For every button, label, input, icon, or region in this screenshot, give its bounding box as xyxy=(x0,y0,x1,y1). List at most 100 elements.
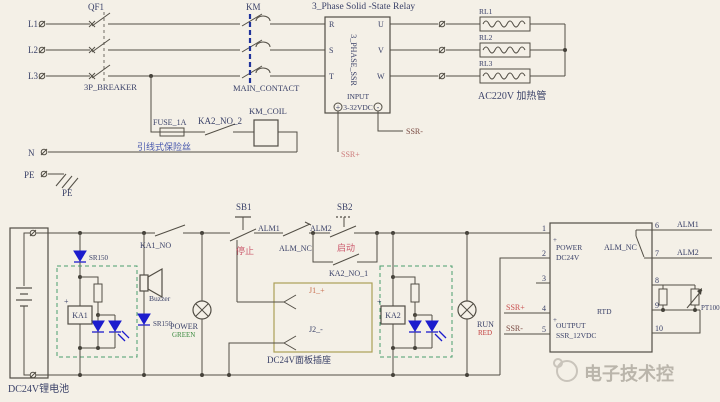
watermark-text: 电子技术控 xyxy=(584,363,674,384)
ssr-body-text: 3_PHASE_SSR xyxy=(349,34,358,86)
stop-button-caption: 停止 xyxy=(236,245,254,256)
alm2-net-label: ALM2 xyxy=(310,224,332,233)
ssr-title: 3_Phase Solid -State Relay xyxy=(312,2,415,12)
ssr-plus-net-label: SSR+ xyxy=(341,150,360,159)
run-lamp-color: RED xyxy=(478,329,492,337)
pin-4: 4 xyxy=(542,304,546,313)
pin-7: 7 xyxy=(655,249,659,258)
ka2-no2-label: KA2_NO_2 xyxy=(198,116,242,126)
battery xyxy=(9,227,49,379)
controller-output-label: OUTPUT xyxy=(556,321,586,330)
contact-ka1-no xyxy=(154,224,186,237)
controller-plus4: + xyxy=(553,316,557,324)
power-lamp-label: POWER xyxy=(170,322,199,331)
socket-j2-label: J2_- xyxy=(309,325,323,334)
pin-3: 3 xyxy=(542,274,546,283)
pin-5: 5 xyxy=(542,325,546,334)
fuse-label: FUSE_1A xyxy=(153,118,187,127)
phase-terminals xyxy=(38,20,446,80)
temperature-controller xyxy=(499,222,712,375)
heater-resistors xyxy=(479,16,567,84)
ssr-block xyxy=(324,16,403,152)
relay-ka2-group xyxy=(379,231,453,377)
ssr-pin-r: R xyxy=(329,20,335,29)
contactor-km-label: KM xyxy=(246,2,261,12)
battery-caption: DC24V锂电池 xyxy=(8,382,69,395)
buzzer-branch xyxy=(137,231,163,377)
pe-label: PE xyxy=(24,170,35,180)
watermark: 电子技术控 xyxy=(553,358,674,384)
pin-10: 10 xyxy=(655,324,663,333)
controller-ssr-minus-net: SSR- xyxy=(506,324,523,333)
power-lamp-color: GREEN xyxy=(172,331,195,339)
controller-alm-nc-label: ALM_NC xyxy=(604,243,637,252)
controller-rtd-label: RTD xyxy=(597,307,612,316)
start-button-caption: 启动 xyxy=(337,242,355,253)
controller-plus1: + xyxy=(553,236,557,244)
fuse-caption: 引线式保险丝 xyxy=(137,141,191,152)
ssr-pin-w: W xyxy=(377,72,385,81)
pin-6: 6 xyxy=(655,221,659,230)
heater-caption: AC220V 加热管 xyxy=(478,89,546,102)
relay-ka1-label: KA1 xyxy=(72,311,88,320)
phase-l3-label: L3 xyxy=(28,71,38,81)
ssr-pin-t: T xyxy=(329,72,334,81)
stop-button-sb1 xyxy=(229,216,257,302)
breaker-qf1-symbol xyxy=(88,12,111,82)
ssr-plus-terminal: + xyxy=(336,103,341,112)
controller-ssr-plus-net: SSR+ xyxy=(506,303,525,312)
controller-alm1-net: ALM1 xyxy=(677,220,699,229)
start-button-sb2 xyxy=(311,216,379,266)
diode-sr150-2-label: SR150 xyxy=(153,320,173,328)
pin-2: 2 xyxy=(542,249,546,258)
contactor-caption: MAIN_CONTACT xyxy=(233,83,300,93)
heater-rl3-label: RL3 xyxy=(479,59,493,68)
controller-output-voltage: SSR_12VDC xyxy=(556,331,596,340)
contactor-km-symbol xyxy=(241,13,271,84)
km-coil-label: KM_COIL xyxy=(249,106,287,116)
ssr-pin-s: S xyxy=(329,46,333,55)
alm-nc-label: ALM_NC xyxy=(279,244,312,253)
ssr-pin-u: U xyxy=(378,20,384,29)
socket-j1-label: J1_+ xyxy=(309,286,325,295)
buzzer-label: Buzzer xyxy=(149,294,171,303)
neutral-label: N xyxy=(28,148,35,158)
ssr-input-voltage: 3-32VDC xyxy=(343,103,373,112)
relay-ka2-plus: + xyxy=(377,297,382,306)
relay-ka1-group xyxy=(56,231,138,377)
relay-ka1-plus: + xyxy=(64,297,69,306)
contact-ka1-no-label: KA1_NO xyxy=(140,241,171,250)
controller-pt100-label: PT100 xyxy=(701,304,720,312)
ssr-minus-net-label: SSR- xyxy=(406,127,423,136)
controller-power-voltage: DC24V xyxy=(556,253,580,262)
power-lamp xyxy=(192,231,212,377)
pin-8: 8 xyxy=(655,276,659,285)
run-lamp xyxy=(457,231,477,377)
ssr-pin-v: V xyxy=(378,46,384,55)
panel-socket xyxy=(227,282,373,377)
start-button-label: SB2 xyxy=(337,202,353,212)
diode-sr150-1-label: SR150 xyxy=(89,254,109,262)
neutral-pe-wires xyxy=(40,148,297,191)
phase-wires xyxy=(46,23,566,77)
pin-9: 9 xyxy=(655,301,659,310)
watermark-logo-icon xyxy=(556,360,578,382)
breaker-caption: 3P_BREAKER xyxy=(84,82,137,92)
heater-rl1-label: RL1 xyxy=(479,7,493,16)
watermark-logo-dot-icon xyxy=(553,358,563,368)
relay-ka2-label: KA2 xyxy=(385,311,401,320)
phase-l1-label: L1 xyxy=(28,19,38,29)
alarm-nc-contact xyxy=(282,221,312,237)
breaker-qf1-label: QF1 xyxy=(88,2,104,12)
controller-alm2-net: ALM2 xyxy=(677,248,699,257)
contact-ka2-no1-label: KA2_NO_1 xyxy=(329,269,368,278)
ssr-input-label: INPUT xyxy=(347,92,370,101)
coil-control-branch xyxy=(149,74,298,152)
pe-ground-label: PE xyxy=(62,188,73,198)
pin-1: 1 xyxy=(542,224,546,233)
ssr-minus-terminal: - xyxy=(377,103,380,112)
stop-button-label: SB1 xyxy=(236,202,252,212)
heater-rl2-label: RL2 xyxy=(479,33,493,42)
socket-caption: DC24V面板插座 xyxy=(267,354,331,365)
